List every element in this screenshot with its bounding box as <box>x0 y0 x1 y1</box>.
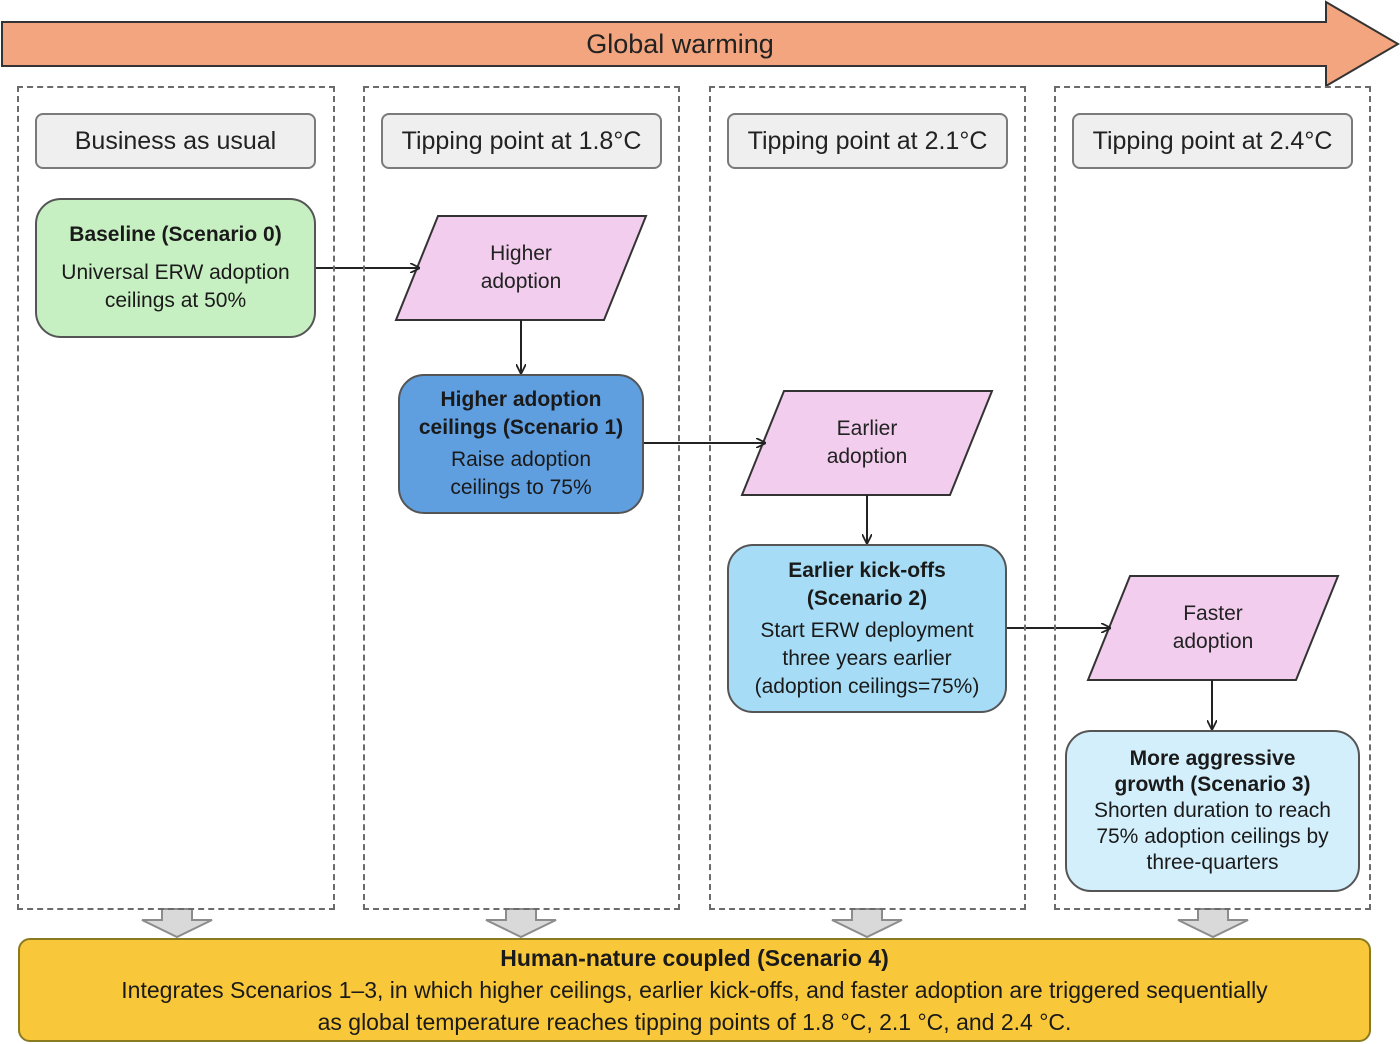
scenario-3-box: More aggressive growth (Scenario 3) Shor… <box>1065 730 1360 892</box>
scenario-2-body-line-1: Start ERW deployment <box>760 618 974 642</box>
column-tipping-1-8 <box>363 86 680 910</box>
scenario-2-box: Earlier kick-offs (Scenario 2) Start ERW… <box>727 544 1007 713</box>
down-arrow-4 <box>1177 908 1249 939</box>
faster-adoption-line-1: Faster <box>1183 602 1243 625</box>
faster-adoption-shape <box>1086 575 1340 681</box>
scenario-1-title-line-2: ceilings (Scenario 1) <box>418 416 624 439</box>
scenario-4-body-line-1: Integrates Scenarios 1–3, in which highe… <box>121 977 1268 1003</box>
scenario-4-body-line-2: as global temperature reaches tipping po… <box>317 1009 1072 1035</box>
scenario-3-title-line-2: growth (Scenario 3) <box>1114 773 1311 796</box>
scenario-2-title-line-2: (Scenario 2) <box>806 586 928 610</box>
scenario-1-title-line-1: Higher adoption <box>440 388 602 411</box>
column-business-as-usual <box>17 86 335 910</box>
earlier-adoption-line-1: Earlier <box>836 417 898 440</box>
higher-adoption-line-2: adoption <box>480 270 562 293</box>
column-header-business-as-usual: Business as usual <box>35 113 316 169</box>
scenario-4-title: Human-nature coupled (Scenario 4) <box>500 945 889 971</box>
scenario-3-body-line-1: Shorten duration to reach <box>1094 799 1331 822</box>
higher-adoption-label: Higher adoption <box>431 238 611 298</box>
column-tipping-2-4 <box>1054 86 1371 910</box>
higher-adoption-line-1: Higher <box>490 242 552 265</box>
down-arrow-2 <box>485 908 557 939</box>
scenario-3-body-line-3: three-quarters <box>1146 851 1279 874</box>
scenario-1-box: Higher adoption ceilings (Scenario 1) Ra… <box>398 374 644 514</box>
global-warming-label: Global warming <box>586 28 774 59</box>
scenario-2-title-line-1: Earlier kick-offs <box>788 558 946 582</box>
baseline-body-line-2: ceilings at 50% <box>104 289 247 312</box>
scenario-3-body-line-2: 75% adoption ceilings by <box>1096 825 1329 848</box>
scenario-1-body-line-2: ceilings to 75% <box>450 476 592 499</box>
column-header-tipping-2-1: Tipping point at 2.1°C <box>727 113 1008 169</box>
faster-adoption-label: Faster adoption <box>1123 598 1303 658</box>
higher-adoption-shape <box>394 215 648 321</box>
faster-adoption-line-2: adoption <box>1172 630 1254 653</box>
column-header-tipping-1-8: Tipping point at 1.8°C <box>381 113 662 169</box>
scenario-2-body-line-3: (adoption ceilings=75%) <box>754 674 980 698</box>
scenario-3-title-line-1: More aggressive <box>1129 747 1296 770</box>
column-header-tipping-2-4: Tipping point at 2.4°C <box>1072 113 1353 169</box>
earlier-adoption-label: Earlier adoption <box>777 413 957 473</box>
scenario-1-body-line-1: Raise adoption <box>450 448 592 471</box>
scenario-2-body-line-2: three years earlier <box>782 646 952 670</box>
down-arrow-3 <box>831 908 903 939</box>
column-tipping-2-1 <box>709 86 1026 910</box>
down-arrow-1 <box>141 908 213 939</box>
global-warming-arrow <box>1 0 1400 88</box>
scenario-4-box: Human-nature coupled (Scenario 4) Integr… <box>18 938 1371 1042</box>
baseline-scenario-0-box: Baseline (Scenario 0) Universal ERW adop… <box>35 198 316 338</box>
baseline-title: Baseline (Scenario 0) <box>69 223 282 246</box>
earlier-adoption-line-2: adoption <box>826 445 908 468</box>
baseline-body-line-1: Universal ERW adoption <box>61 261 290 284</box>
earlier-adoption-shape <box>740 390 994 496</box>
